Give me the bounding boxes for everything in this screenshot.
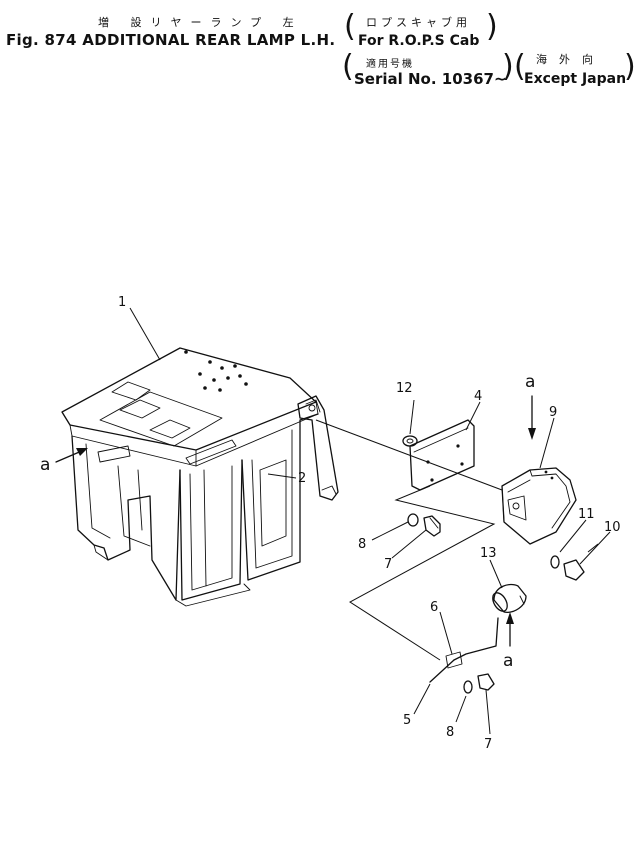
- assembly-lines: [315, 419, 599, 661]
- serial-note: Serial No. 10367~: [354, 70, 507, 88]
- callout-12: 12: [396, 381, 413, 396]
- close-paren-cab: ): [486, 9, 498, 44]
- bolt-upper: [423, 515, 441, 537]
- callout-7-lower: 7: [484, 737, 492, 752]
- close-paren-except: ): [624, 49, 636, 84]
- leader-lines: [129, 307, 611, 735]
- callout-1: 1: [118, 295, 126, 310]
- cab-note-japanese: ロプスキャブ用: [366, 16, 471, 29]
- except-note: Except Japan: [524, 71, 627, 87]
- callout-4: 4: [474, 389, 482, 404]
- lamp-cable: [429, 617, 499, 683]
- reference-arrow-left: a: [40, 448, 88, 475]
- cab-note: For R.O.P.S Cab: [358, 33, 480, 49]
- lamp-mount-arm: [297, 395, 339, 501]
- callout-6: 6: [430, 600, 438, 615]
- callout-8-lower: 8: [446, 725, 454, 740]
- lamp-guard: [501, 467, 577, 545]
- rops-cab: [61, 347, 319, 607]
- washer-right: [550, 555, 560, 569]
- except-note-japanese: 海外向: [536, 53, 605, 66]
- figure-title: Fig. 874 ADDITIONAL REAR LAMP L.H.: [6, 31, 336, 49]
- washer-lower: [463, 680, 473, 694]
- title-japanese: 増 設リヤーランプ 左: [98, 16, 303, 29]
- close-paren-serial: ): [502, 49, 514, 84]
- arrow-label-a: a: [40, 455, 50, 475]
- reference-arrow-top: a: [525, 372, 536, 440]
- washer-upper: [407, 513, 419, 527]
- reference-arrow-bottom: a: [503, 612, 514, 671]
- callout-11: 11: [578, 507, 595, 522]
- callout-13: 13: [480, 546, 497, 561]
- callouts: 1 2 4 5 6 7 7 8 8 9 10 11 12 13: [118, 295, 621, 752]
- open-paren-except: (: [514, 49, 526, 84]
- open-paren-serial: (: [342, 49, 354, 84]
- bolt-lower: [477, 673, 495, 691]
- callout-9: 9: [549, 405, 557, 420]
- serial-note-japanese: 適用号機: [366, 59, 414, 70]
- callout-2: 2: [298, 471, 306, 486]
- nut: [402, 435, 418, 447]
- callout-10: 10: [604, 520, 621, 535]
- callout-7-upper: 7: [384, 557, 392, 572]
- bolt-right: [563, 559, 585, 581]
- mounting-plate: [409, 419, 475, 491]
- arrow-label-a: a: [525, 372, 535, 392]
- callout-5: 5: [403, 713, 411, 728]
- callout-8-upper: 8: [358, 537, 366, 552]
- rear-lamp: [492, 583, 527, 613]
- open-paren-cab: (: [344, 9, 356, 44]
- arrow-label-a: a: [503, 651, 513, 671]
